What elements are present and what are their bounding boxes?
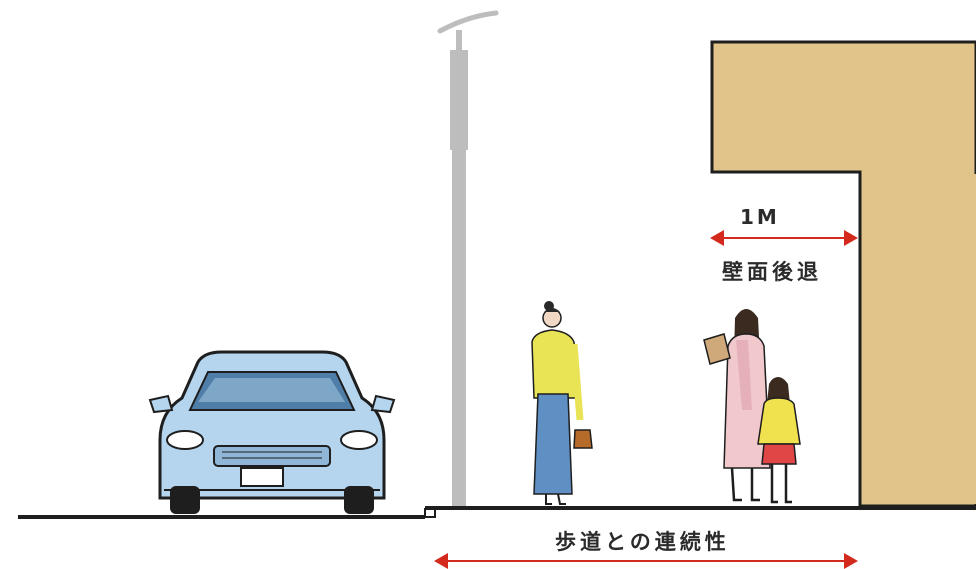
child-figure-icon xyxy=(757,377,801,504)
street-lamp-icon xyxy=(437,10,499,506)
setback-label: 壁面後退 xyxy=(722,260,822,284)
setback-distance-label: 1M xyxy=(740,205,780,229)
sidewalk-continuity-label: 歩道との連続性 xyxy=(555,530,730,554)
curb xyxy=(424,508,436,518)
mother-figure-icon xyxy=(703,309,771,502)
woman-figure-icon xyxy=(531,301,593,505)
car-icon xyxy=(148,350,396,514)
